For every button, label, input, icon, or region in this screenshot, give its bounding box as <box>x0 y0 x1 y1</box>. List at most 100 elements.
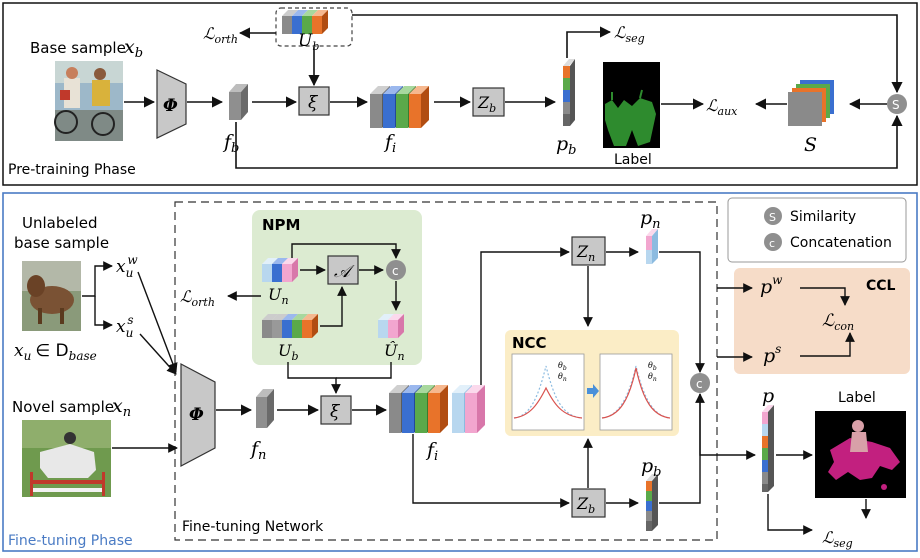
concat-node-right-text: c <box>696 377 703 391</box>
ncc-legend-b-after: θb <box>648 361 657 372</box>
ccl-title: CCL <box>866 278 896 294</box>
base-sample-image <box>54 61 123 141</box>
ncc-legend-n-after: θn <box>648 372 657 383</box>
ncc-before-curve-n <box>513 386 583 419</box>
xi-block-top <box>298 86 330 116</box>
feature-fi-top <box>370 86 429 128</box>
unlabeled-line2: base sample <box>14 234 109 252</box>
lseg-top-label: ℒseg <box>614 23 645 45</box>
legend-s-letter: S <box>769 211 776 224</box>
attention-block-a <box>327 255 359 285</box>
xi-bottom-label: ξ <box>330 402 341 422</box>
ncc-plot-after <box>599 353 673 431</box>
xus-label: xus <box>116 313 134 340</box>
pb-bottom-label: pb <box>641 455 662 480</box>
ub-npm-label: Ub <box>278 341 299 363</box>
pretraining-frame <box>2 2 918 186</box>
prediction-pb-bottom <box>646 474 658 531</box>
s-label: S <box>804 134 817 156</box>
fi-bottom-label: fi <box>425 439 438 464</box>
legend-similarity-text: Similarity <box>790 209 856 225</box>
prediction-p <box>762 405 774 492</box>
finetuning-phase-title: Fine-tuning Phase <box>8 533 133 549</box>
legend-concat-icon <box>764 233 782 251</box>
lcon-label: ℒcon <box>822 311 854 333</box>
arrow-to-xus <box>94 296 113 330</box>
encoder-phi-bottom <box>180 363 216 467</box>
ncc-transform-arrow-icon <box>587 384 599 398</box>
arrow-un-to-concat <box>291 243 401 259</box>
base-sample-label: Base sample <box>30 39 126 57</box>
prototypes-un <box>262 258 298 282</box>
label-mask-bottom <box>815 411 906 498</box>
prediction-pn <box>646 229 658 264</box>
arrow-ub-to-similarity <box>352 14 903 94</box>
unlabeled-sample-image <box>22 261 81 331</box>
xi-top-label: ξ <box>308 93 319 113</box>
zn-label: Zn <box>576 242 595 264</box>
pn-label: pn <box>640 207 661 232</box>
legend-concatenation-text: Concatenation <box>790 235 892 251</box>
pretraining-phase-title: Pre-training Phase <box>8 162 136 178</box>
zb-bottom-label: Zb <box>576 494 595 516</box>
pb-top-label: pb <box>556 133 577 158</box>
arrow-xuw-to-phi <box>137 271 178 373</box>
arrow-p-to-lseg <box>767 494 813 535</box>
lorth-bottom-label: ℒorth <box>180 287 215 309</box>
arrow-ps-to-lcon <box>800 332 855 357</box>
attention-block-a-label: 𝒜 <box>334 262 355 282</box>
ncc-legend-n-before: θn <box>558 372 567 383</box>
npm-title: NPM <box>262 216 300 234</box>
ncc-after-curve-b <box>601 365 671 419</box>
ncc-title: NCC <box>512 334 547 352</box>
fn-label: fn <box>249 438 266 463</box>
zb-block-bottom <box>571 488 606 518</box>
ccl-module <box>734 268 910 374</box>
lseg-bottom-label: ℒseg <box>822 528 853 550</box>
ub-dashed-box <box>275 7 353 47</box>
arrow-fb-to-similarity <box>235 114 903 169</box>
arrow-pb-to-lseg <box>566 26 612 58</box>
label-caption-top: Label <box>614 152 652 168</box>
feature-fb <box>229 84 248 120</box>
zn-block <box>571 236 606 266</box>
legend-similarity-icon <box>764 207 782 225</box>
fi-top-label: fi <box>383 131 396 156</box>
arrow-fi-to-zn <box>480 247 570 385</box>
similarity-node-top-text: S <box>892 98 900 112</box>
zb-block-top <box>472 87 505 117</box>
ncc-legend-b-before: θb <box>558 361 567 372</box>
arrow-xus-to-phi <box>139 333 177 375</box>
unlabeled-line1: Unlabeled <box>22 214 98 232</box>
pw-label: pw <box>760 273 783 298</box>
p-output-label: p <box>762 385 774 407</box>
label-caption-bottom: Label <box>838 390 876 406</box>
similarity-node-top <box>887 94 907 114</box>
encoder-phi-top <box>156 69 187 139</box>
feature-fi-bottom <box>389 385 485 433</box>
phi-top-label: Φ <box>163 96 178 116</box>
finetuning-frame <box>2 192 918 552</box>
ps-label: ps <box>763 342 781 367</box>
arrow-pn-to-concat <box>659 251 705 373</box>
finetuning-network-label: Fine-tuning Network <box>182 519 324 535</box>
ncc-before-curve-b <box>513 365 583 419</box>
concat-node-npm <box>386 260 406 280</box>
prediction-pb-top <box>563 59 575 126</box>
prototypes-un-hat <box>378 314 404 338</box>
arrow-fi-to-zb <box>412 434 570 508</box>
arrow-ub-to-xi-bottom <box>287 362 341 394</box>
ub-top-label: Ub <box>298 31 319 53</box>
un-hat-label: Ûn <box>384 340 405 363</box>
zb-top-label: Zb <box>477 93 496 115</box>
prototypes-ub-npm <box>262 314 318 338</box>
arrow-pw-to-lcon <box>800 287 850 306</box>
feature-fn <box>256 389 274 428</box>
ncc-after-curve-n <box>601 367 671 419</box>
novel-sample-image <box>22 420 111 497</box>
concat-node-npm-text: c <box>392 264 399 278</box>
legend-c-letter: c <box>769 237 775 250</box>
prototypes-ub-top <box>282 10 328 34</box>
